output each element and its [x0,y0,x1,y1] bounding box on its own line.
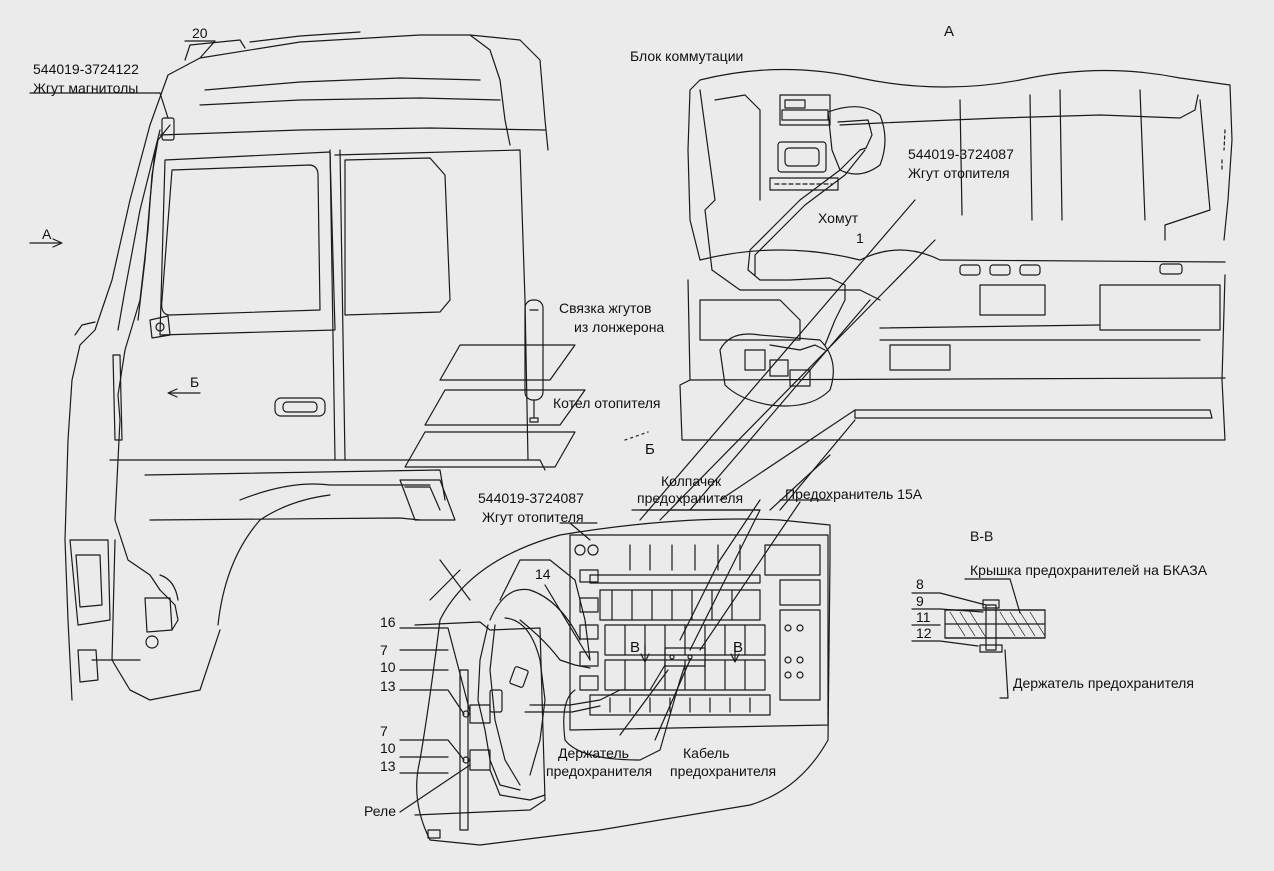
callout-9: 9 [916,593,924,609]
callout-10b: 10 [380,740,396,756]
bundle-label-1: Связка жгутов [559,300,652,316]
bundle-label-2: из лонжерона [574,319,665,335]
fuse-block-detail [399,499,831,846]
cab-side-view [29,31,649,701]
fuse-holder-label-right: Держатель предохранителя [1013,675,1194,691]
heater-harness-name-top: Жгут отопителя [908,165,1010,181]
holder-label-1: Держатель [558,745,629,761]
callout-13a: 13 [380,678,396,694]
cable-label-2: предохранителя [670,763,777,779]
callout-10a: 10 [380,659,396,675]
callout-12: 12 [916,625,932,641]
section-mark-b-2: В [733,639,744,656]
switch-block-label: Блок коммутации [630,48,744,64]
callout-7b: 7 [380,723,388,739]
callout-1: 1 [856,230,864,246]
clamp-label: Хомут [818,210,859,226]
arrow-a-label: А [42,226,52,242]
fuse-cover-label: Крышка предохранителей на БКАЗА [970,562,1208,578]
callout-7a: 7 [380,642,388,658]
callout-14: 14 [535,566,551,582]
section-bb [911,578,1046,699]
callout-20: 20 [192,25,208,41]
relay-label: Реле [364,803,396,819]
callout-13b: 13 [380,758,396,774]
view-b-title: Б [645,441,655,458]
boiler-label: Котел отопителя [553,395,661,411]
radio-harness-code: 544019-3724122 [33,61,139,77]
callout-8: 8 [916,576,924,592]
cap-label-1: Колпачек [661,473,722,489]
heater-harness-code-mid: 544019-3724087 [478,490,584,506]
callout-16: 16 [380,614,396,630]
guide-shapes [399,344,586,521]
heater-harness-name-mid: Жгут отопителя [482,509,584,525]
arrow-b-label: Б [190,374,200,390]
view-a-interior [639,68,1233,521]
callout-11: 11 [916,609,931,625]
radio-harness-name: Жгут магнитолы [33,80,139,96]
holder-label-2: предохранителя [546,763,653,779]
fuse-15a-label: Предохранитель 15А [785,486,923,502]
heater-harness-code-top: 544019-3724087 [908,146,1014,162]
view-a-title: А [944,23,955,40]
cap-label-2: предохранителя [637,490,744,506]
cable-label-1: Кабель [683,745,730,761]
section-mark-b-1: В [630,639,641,656]
section-bb-title: В-В [970,528,994,544]
